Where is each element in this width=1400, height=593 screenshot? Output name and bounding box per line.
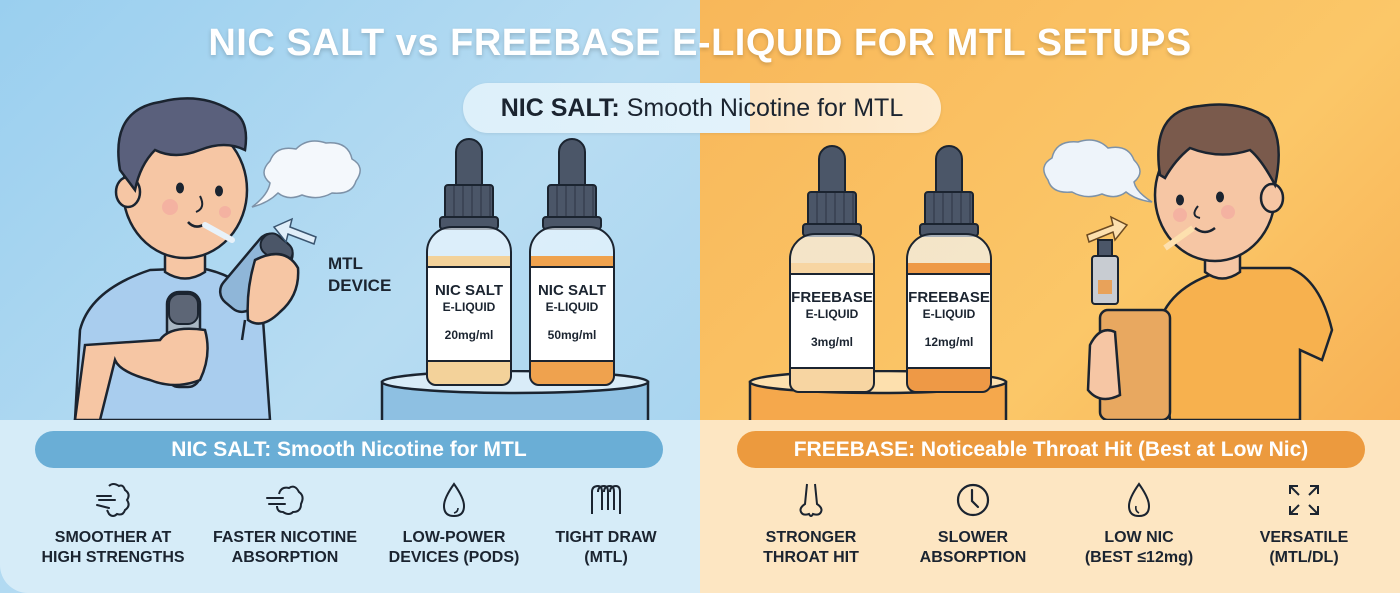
- person-with-pod-illustration: [73, 97, 300, 420]
- freebase-bottle-3mg: FREEBASE E-LIQUID 3mg/ml: [787, 145, 877, 395]
- feature-text: LOW NIC (BEST ≤12mg): [1084, 529, 1194, 566]
- feature-slower-absorption: SLOWER ABSORPTION: [888, 480, 1058, 568]
- feature-text: FASTER NICOTINE ABSORPTION: [212, 529, 357, 566]
- feature-text: VERSATILE (MTL/DL): [1259, 529, 1349, 566]
- nic-salt-banner: NIC SALT: Smooth Nicotine for MTL: [35, 431, 663, 468]
- nic-salt-benefits-panel: NIC SALT: Smooth Nicotine for MTL SMOOTH…: [0, 420, 700, 593]
- dropper-cap: [547, 184, 597, 220]
- nic-salt-bottle-20mg: NIC SALT E-LIQUID 20mg/ml: [424, 138, 514, 388]
- bottle-glass: NIC SALT E-LIQUID 50mg/ml: [529, 226, 615, 386]
- subtitle-text: Smooth Nicotine for MTL: [626, 93, 904, 122]
- exhale-arrow-icon: [1086, 215, 1129, 243]
- vapor-cloud-icon: [251, 140, 361, 208]
- feature-versatile: VERSATILE (MTL/DL): [1219, 480, 1389, 568]
- expand-arrows-icon: [1289, 485, 1319, 515]
- feature-text: TIGHT DRAW (MTL): [555, 529, 657, 566]
- bottle-label: NIC SALT E-LIQUID 20mg/ml: [428, 266, 510, 362]
- nose-icon: [799, 483, 823, 517]
- bottle-label: FREEBASE E-LIQUID 12mg/ml: [908, 273, 990, 369]
- bottle-label: FREEBASE E-LIQUID 3mg/ml: [791, 273, 873, 369]
- infographic-title: NIC SALT vs FREEBASE E-LIQUID FOR MTL SE…: [208, 22, 1192, 64]
- freebase-features: STRONGER THROAT HIT SLOWER ABSORPTION LO…: [700, 480, 1400, 590]
- feature-text: SLOWER ABSORPTION: [919, 529, 1027, 566]
- freebase-bottle-12mg: FREEBASE E-LIQUID 12mg/ml: [904, 145, 994, 395]
- feature-smoother: SMOOTHER AT HIGH STRENGTHS: [28, 480, 198, 568]
- dropper-tip: [558, 138, 586, 190]
- droplet-icon: [442, 482, 466, 518]
- nic-salt-features: SMOOTHER AT HIGH STRENGTHS FASTER NICOTI…: [0, 480, 700, 590]
- mtl-device-label: MTL DEVICE: [328, 254, 392, 295]
- dropper-tip: [455, 138, 483, 190]
- exhale-cloud-icon: [96, 483, 130, 517]
- feature-text: STRONGER THROAT HIT: [763, 529, 859, 566]
- dropper-cap: [807, 191, 857, 227]
- clock-icon: [956, 483, 990, 517]
- person-with-box-mod-illustration: [1086, 103, 1334, 420]
- dropper-cap: [444, 184, 494, 220]
- dropper-tip: [935, 145, 963, 197]
- fast-cloud-icon: [266, 485, 304, 515]
- dropper-tip: [818, 145, 846, 197]
- feature-text: LOW-POWER DEVICES (PODS): [388, 529, 520, 566]
- coil-icon: [591, 484, 621, 514]
- bottle-label: NIC SALT E-LIQUID 50mg/ml: [531, 266, 613, 362]
- feature-low-nic: LOW NIC (BEST ≤12mg): [1054, 480, 1224, 568]
- feature-low-power: LOW-POWER DEVICES (PODS): [369, 480, 539, 568]
- inhale-arrow-icon: [272, 217, 317, 245]
- feature-faster-absorption: FASTER NICOTINE ABSORPTION: [200, 480, 370, 568]
- feature-tight-draw: TIGHT DRAW (MTL): [521, 480, 691, 568]
- vapor-cloud-icon: [1043, 139, 1153, 203]
- droplet-icon: [1127, 482, 1151, 518]
- nic-salt-bottle-50mg: NIC SALT E-LIQUID 50mg/ml: [527, 138, 617, 388]
- subtitle-pill: NIC SALT: Smooth Nicotine for MTL: [463, 83, 941, 133]
- bottle-glass: NIC SALT E-LIQUID 20mg/ml: [426, 226, 512, 386]
- dropper-cap: [924, 191, 974, 227]
- bottle-glass: FREEBASE E-LIQUID 12mg/ml: [906, 233, 992, 393]
- freebase-banner: FREEBASE: Noticeable Throat Hit (Best at…: [737, 431, 1365, 468]
- bottle-glass: FREEBASE E-LIQUID 3mg/ml: [789, 233, 875, 393]
- feature-text: SMOOTHER AT HIGH STRENGTHS: [41, 529, 185, 566]
- feature-throat-hit: STRONGER THROAT HIT: [726, 480, 896, 568]
- freebase-benefits-panel: FREEBASE: Noticeable Throat Hit (Best at…: [700, 420, 1400, 593]
- subtitle-bold: NIC SALT:: [500, 93, 620, 122]
